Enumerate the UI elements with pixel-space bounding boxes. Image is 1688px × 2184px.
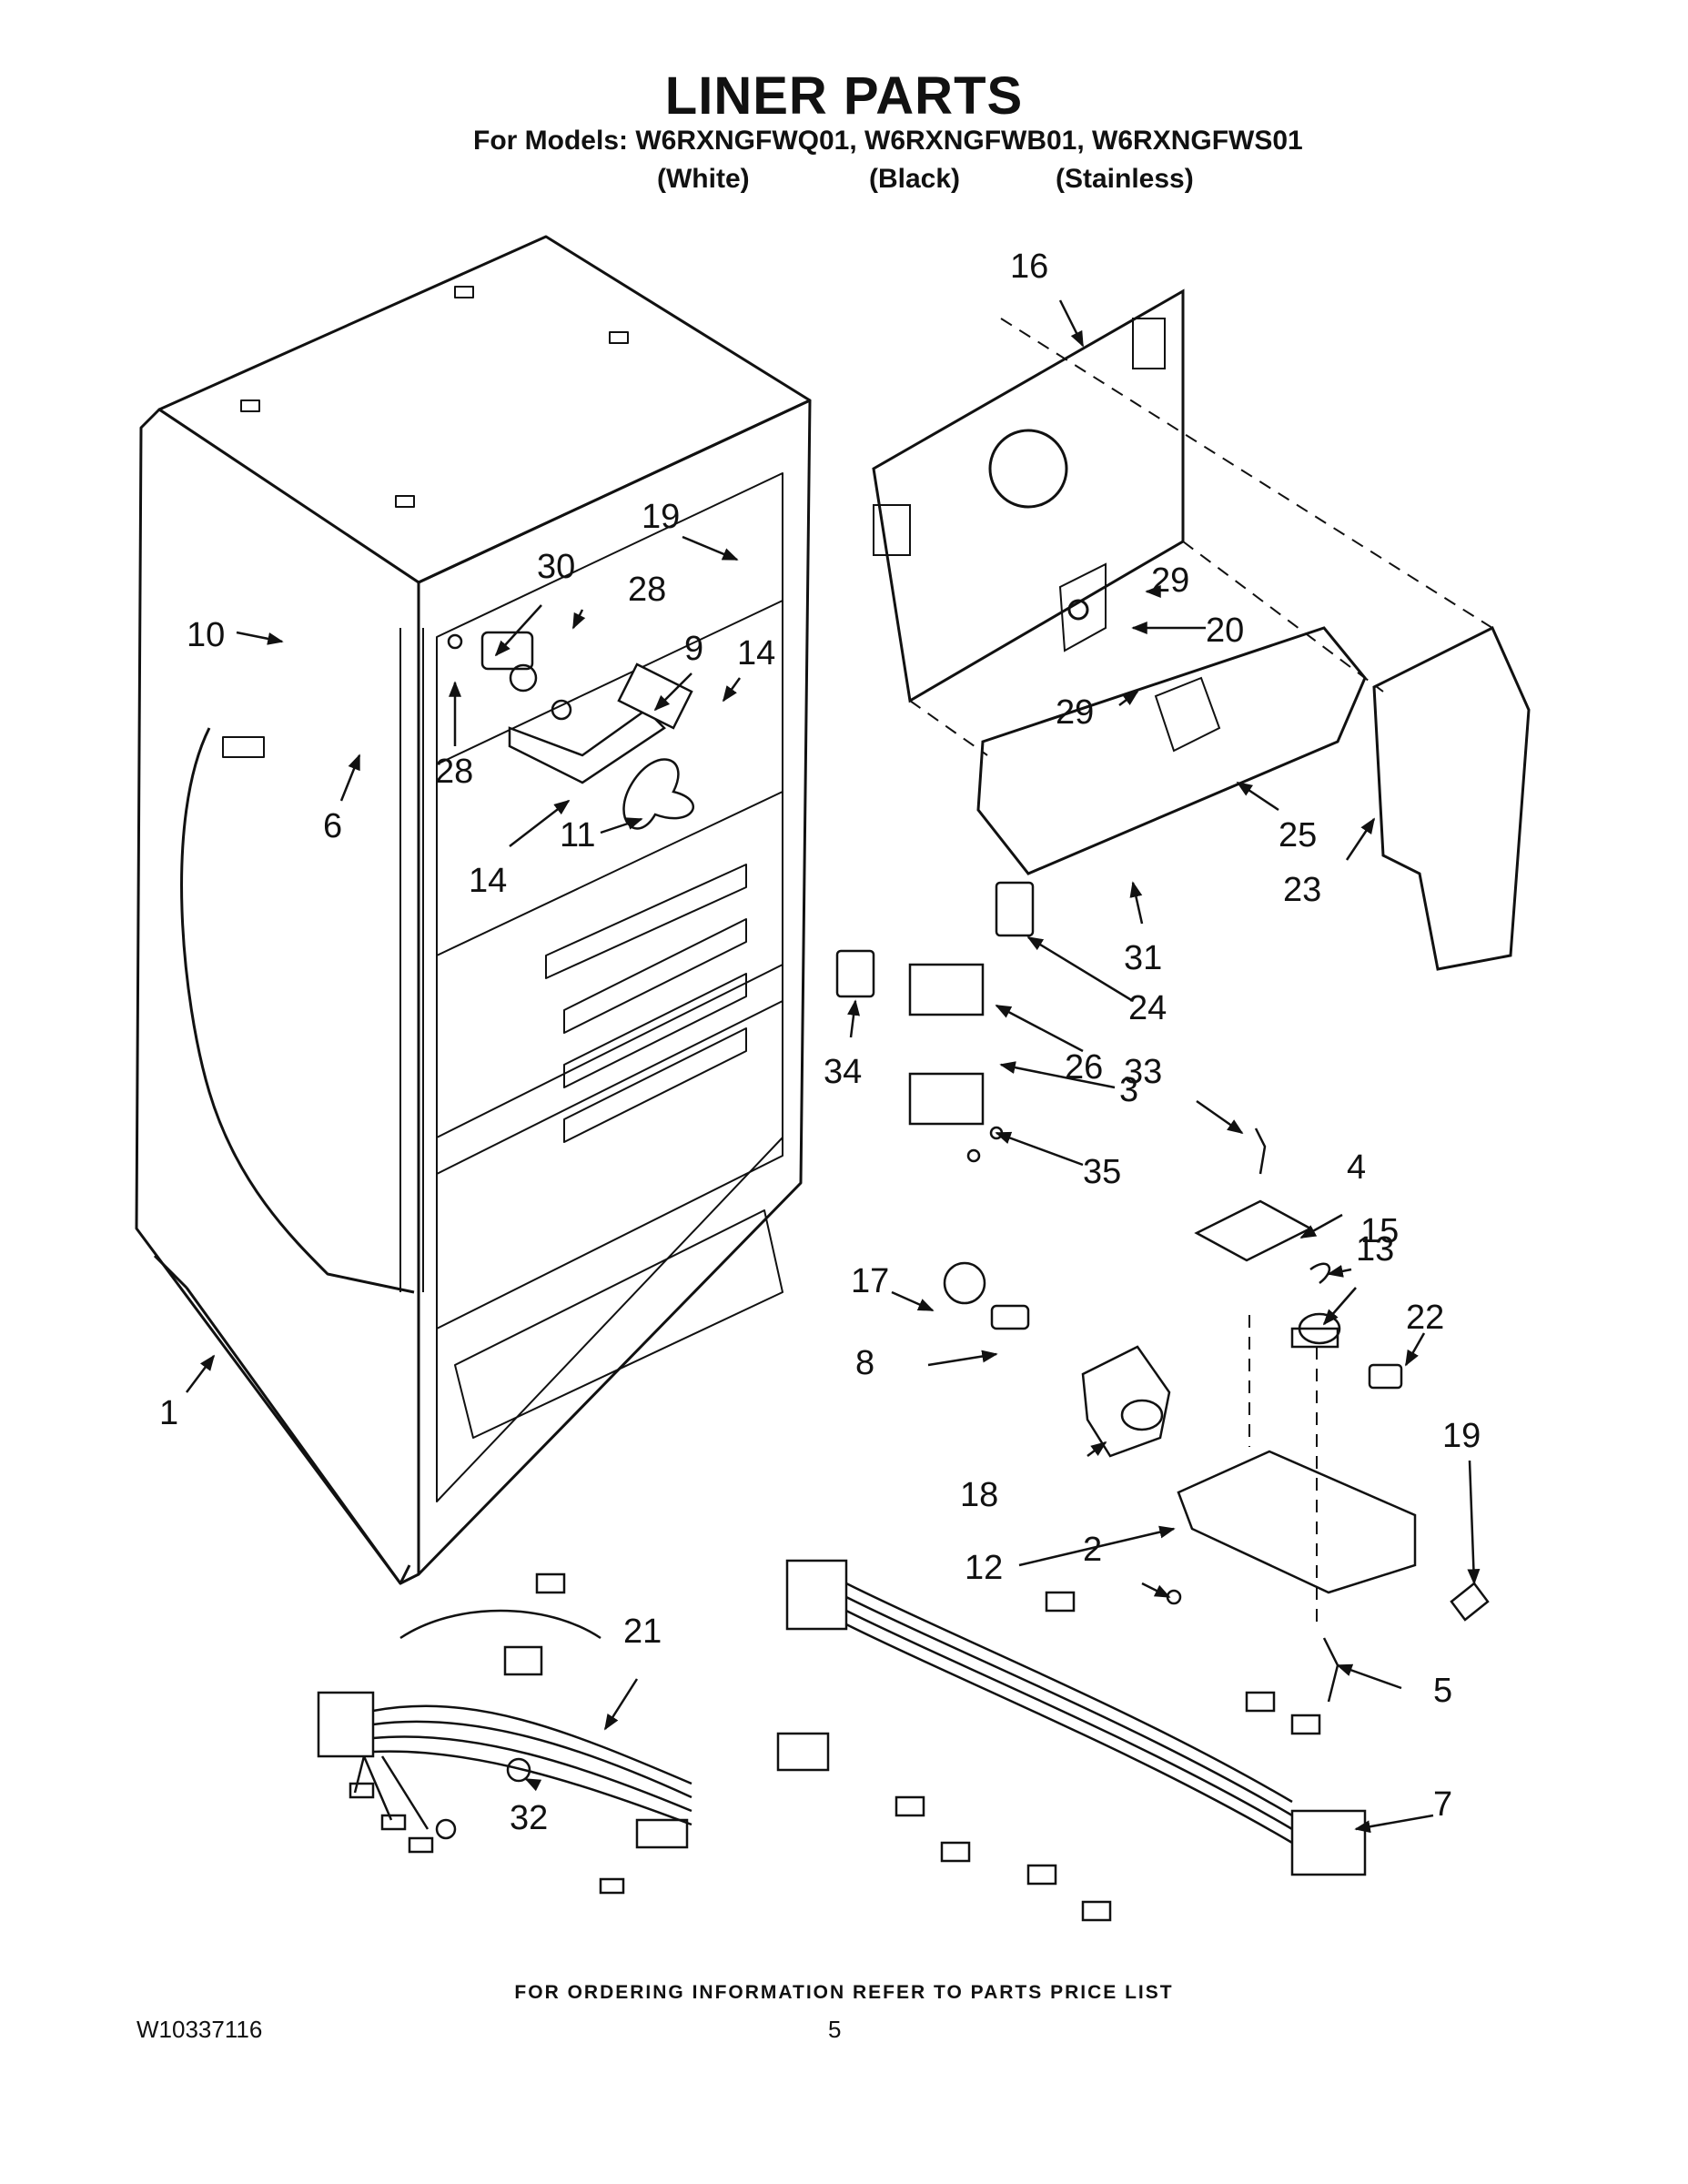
models-line: For Models: W6RXNGFWQ01, W6RXNGFWB01, W6… [473,126,1303,156]
callout-20: 20 [1206,612,1244,650]
callout-15: 15 [1360,1212,1399,1250]
callout-13: 13 [1356,1230,1394,1269]
callout-17: 17 [851,1262,889,1300]
callout-18: 18 [960,1476,998,1514]
callout-19-bottom: 19 [1442,1417,1481,1455]
callout-25: 25 [1279,816,1317,854]
callout-24: 24 [1128,989,1167,1027]
callout-10: 10 [187,616,225,654]
liner-cabinet [135,235,812,1585]
callout-26: 26 [1065,1048,1103,1087]
callout-12: 12 [965,1549,1003,1587]
callout-9: 9 [684,630,703,668]
fan-motor-assembly [447,631,694,830]
wire-harnesses [317,1559,1367,1922]
callout-numbers: 1 2 3 4 5 6 7 8 9 10 11 12 13 14 14 15 1… [159,248,1481,1837]
document-number: W10337116 [136,2016,263,2043]
callout-22: 22 [1406,1299,1444,1337]
evaporator-cover [872,288,1531,971]
callout-32: 32 [510,1799,548,1837]
callout-2: 2 [1083,1531,1102,1569]
variant-stainless: (Stainless) [1056,164,1194,194]
callout-11: 11 [560,816,595,854]
callout-14-left: 14 [469,862,507,900]
callout-35: 35 [1083,1153,1121,1191]
callout-28-bottom: 28 [435,753,473,791]
callout-21: 21 [623,1613,662,1651]
variant-white: (White) [657,164,750,194]
callout-16: 16 [1010,248,1048,286]
callout-4: 4 [1347,1148,1366,1187]
callout-33: 33 [1124,1053,1162,1091]
callout-29-top: 29 [1151,561,1189,600]
callout-1: 1 [159,1394,178,1432]
callout-8: 8 [855,1344,874,1382]
callout-34: 34 [824,1053,862,1091]
callout-31: 31 [1124,939,1162,977]
callout-29-bottom: 29 [1056,693,1094,732]
page-number: 5 [828,2016,842,2043]
callout-5: 5 [1433,1672,1452,1710]
callout-30: 30 [537,548,575,586]
page-title: LINER PARTS [664,66,1024,126]
callout-3: 3 [1119,1071,1138,1109]
ordering-note: FOR ORDERING INFORMATION REFER TO PARTS … [514,1982,1174,2003]
callout-leaders [186,299,1481,1834]
callout-28-top: 28 [628,571,666,609]
callout-6: 6 [323,807,342,845]
control-components [835,881,1490,1703]
callout-19-top: 19 [642,498,680,536]
callout-7: 7 [1433,1785,1452,1824]
variant-black: (Black) [869,164,961,194]
callout-23: 23 [1283,871,1321,909]
callout-14-right: 14 [737,634,775,672]
